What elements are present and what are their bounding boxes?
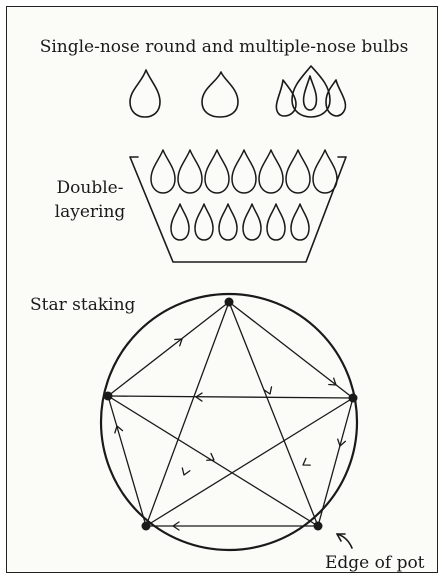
double-layering-label-line1: Double- bbox=[57, 178, 124, 198]
bulb-row-top bbox=[151, 150, 337, 193]
stake-point-top bbox=[225, 298, 234, 307]
stake-point-right bbox=[349, 394, 358, 403]
edge-of-pot-label: Edge of pot bbox=[325, 553, 425, 573]
star-staking-label: Star staking bbox=[30, 295, 136, 315]
star-lines bbox=[108, 302, 353, 526]
stake-point-bottom-right bbox=[314, 522, 323, 531]
double-layering-label-line2: layering bbox=[55, 202, 126, 222]
stake-point-left bbox=[104, 392, 113, 401]
bulbs-caption: Single-nose round and multiple-nose bulb… bbox=[40, 37, 409, 57]
double-layered-bulbs bbox=[151, 150, 337, 240]
stake-point-bottom-left bbox=[142, 522, 151, 531]
single-nose-bulb bbox=[130, 70, 160, 117]
round-bulb bbox=[202, 72, 238, 117]
bulb-row-bottom bbox=[171, 204, 309, 240]
edge-pointer-arrow bbox=[337, 534, 352, 548]
multiple-nose-bulb bbox=[276, 66, 345, 117]
pot-edge-circle bbox=[101, 294, 357, 550]
